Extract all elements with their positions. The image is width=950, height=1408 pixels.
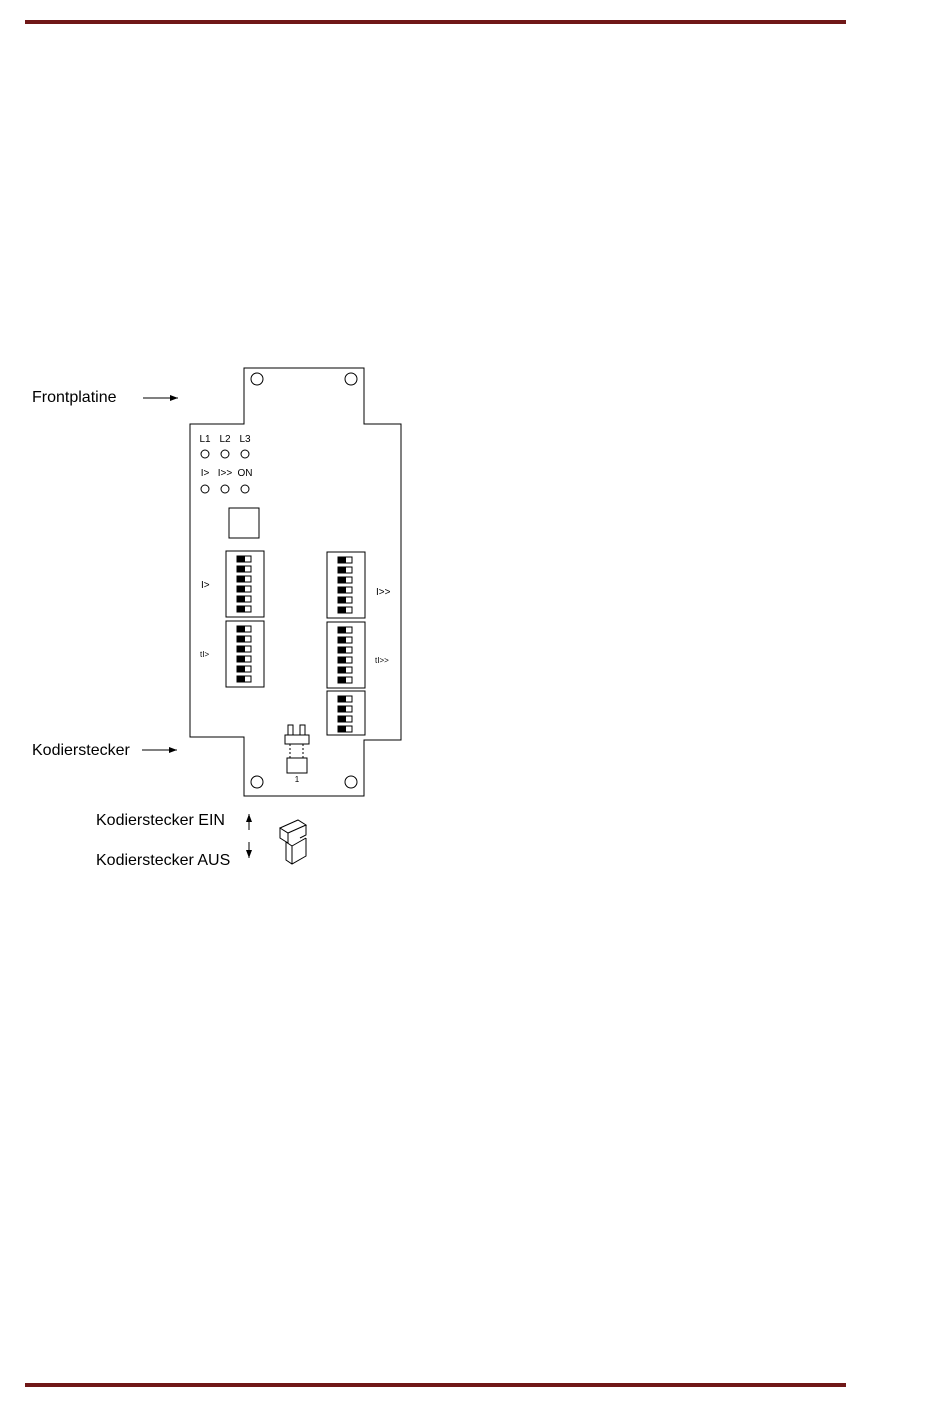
dip-switch-i-gt[interactable] <box>226 551 264 617</box>
kodierstecker-ein-label: Kodierstecker EIN <box>96 812 225 829</box>
dip-switch-knob <box>338 597 346 603</box>
dip-switch-knob <box>237 646 245 652</box>
led-i-gtgt <box>221 485 229 493</box>
dip-switch-knob <box>237 576 245 582</box>
led-l1 <box>201 450 209 458</box>
jumper-plug-icon <box>280 820 306 864</box>
dip-switch-knob <box>237 606 245 612</box>
led-on <box>241 485 249 493</box>
dip-switch-knob <box>237 556 245 562</box>
led-label-l2: L2 <box>219 434 231 445</box>
dip-switch-knob <box>237 566 245 572</box>
dip-switch-knob <box>237 676 245 682</box>
dip-switch-knob <box>237 636 245 642</box>
dip-switch-knob <box>237 586 245 592</box>
dip-switch-knob <box>338 577 346 583</box>
led-l3 <box>241 450 249 458</box>
dip-switch-knob <box>338 607 346 613</box>
switch-label-ti-gt: tI> <box>200 650 209 659</box>
dip-switch-knob <box>338 716 346 722</box>
mounting-hole <box>345 373 357 385</box>
dip-switch-knob <box>338 696 346 702</box>
dip-switch-knob <box>338 657 346 663</box>
mounting-hole <box>251 373 263 385</box>
dip-switch-ti-gtgt[interactable] <box>327 622 365 688</box>
led-label-i-gtgt: I>> <box>218 468 233 479</box>
board-outline <box>190 368 401 796</box>
dip-switch-knob <box>338 706 346 712</box>
jumper-pin-label: 1 <box>295 775 300 784</box>
led-label-i-gt: I> <box>201 468 210 479</box>
dip-switch-knob <box>338 647 346 653</box>
led-l2 <box>221 450 229 458</box>
led-label-on: ON <box>238 468 253 479</box>
dip-switch-extra[interactable] <box>327 691 365 735</box>
mounting-hole <box>251 776 263 788</box>
frontplatine-label: Frontplatine <box>32 389 117 406</box>
kodierstecker-label: Kodierstecker <box>32 742 130 759</box>
dip-switch-knob <box>237 626 245 632</box>
led-label-l3: L3 <box>239 434 251 445</box>
led-i-gt <box>201 485 209 493</box>
dip-switch-knob <box>338 637 346 643</box>
dip-switch-knob <box>237 666 245 672</box>
dip-switch-knob <box>237 596 245 602</box>
dip-switch-knob <box>338 567 346 573</box>
jumper-header[interactable] <box>285 725 309 773</box>
kodierstecker-aus-label: Kodierstecker AUS <box>96 852 230 869</box>
dip-switch-knob <box>338 557 346 563</box>
dip-switch-knob <box>237 656 245 662</box>
dip-switch-knob <box>338 667 346 673</box>
dip-switch-i-gtgt[interactable] <box>327 552 365 618</box>
dip-switch-knob <box>338 627 346 633</box>
square-component <box>229 508 259 538</box>
dip-switch-knob <box>338 726 346 732</box>
dip-switch-knob <box>338 677 346 683</box>
led-label-l1: L1 <box>199 434 211 445</box>
switch-label-i-gtgt: I>> <box>376 587 391 598</box>
switch-label-i-gt: I> <box>201 580 210 591</box>
switch-label-ti-gtgt: tI>> <box>375 656 389 665</box>
mounting-hole <box>345 776 357 788</box>
dip-switch-knob <box>338 587 346 593</box>
dip-switch-ti-gt[interactable] <box>226 621 264 687</box>
